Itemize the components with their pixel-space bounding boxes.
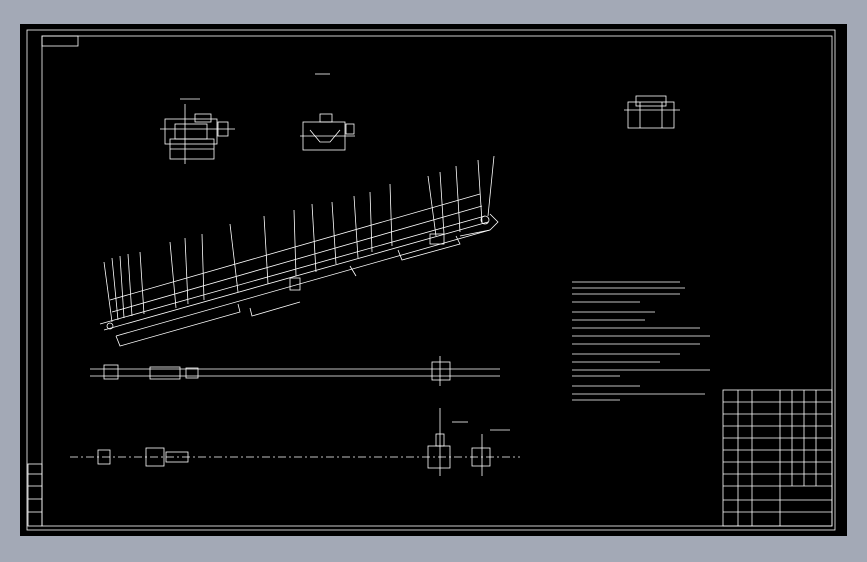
part-number-leaders [103,155,495,323]
cad-drawing-canvas [26,29,836,531]
detail-view-c [624,95,680,129]
lower-axis-layout [70,408,520,476]
left-revision-block [27,463,43,527]
section-view-a [160,98,235,164]
title-block [722,389,833,527]
section-view-b [300,73,355,151]
technical-notes-lines [572,281,710,401]
outer-frame [26,29,836,531]
plan-view-strip [90,356,500,386]
cad-drawing-viewport[interactable] [20,24,847,536]
corner-tag-box [41,35,79,47]
inclined-conveyor-elevation [99,193,499,347]
inner-frame [41,35,833,527]
